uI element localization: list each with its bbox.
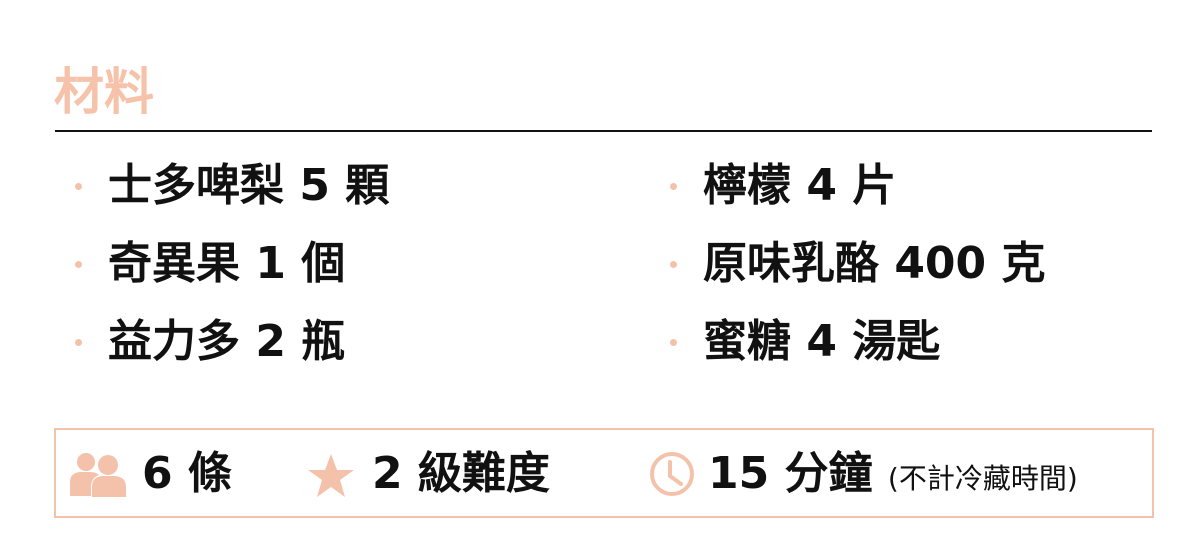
ingredient-item: 蜜糖 4 湯匙 <box>703 316 941 367</box>
clock-icon <box>650 452 694 496</box>
bullet <box>75 261 82 268</box>
difficulty: 2 級難度 <box>372 448 550 499</box>
prep-time: 15 分鐘 (不計冷藏時間) <box>708 446 1078 507</box>
ingredient-item: 檸檬 4 片 <box>703 160 897 211</box>
ingredient-item: 原味乳酪 400 克 <box>703 238 1046 289</box>
people-icon <box>70 453 126 497</box>
section-title: 材料 <box>54 63 154 121</box>
bullet <box>75 339 82 346</box>
bullet <box>670 183 677 190</box>
bullet <box>670 261 677 268</box>
ingredient-item: 益力多 2 瓶 <box>108 316 346 367</box>
ingredient-item: 奇異果 1 個 <box>108 238 346 289</box>
bullet <box>670 339 677 346</box>
servings: 6 條 <box>142 448 232 499</box>
time-note: (不計冷藏時間) <box>887 462 1078 495</box>
star-icon <box>308 454 354 497</box>
bullet <box>75 183 82 190</box>
time-value: 15 分鐘 <box>708 448 873 499</box>
ingredient-item: 士多啤梨 5 顆 <box>108 160 390 211</box>
recipe-info-box <box>54 428 1154 518</box>
divider <box>55 130 1152 132</box>
